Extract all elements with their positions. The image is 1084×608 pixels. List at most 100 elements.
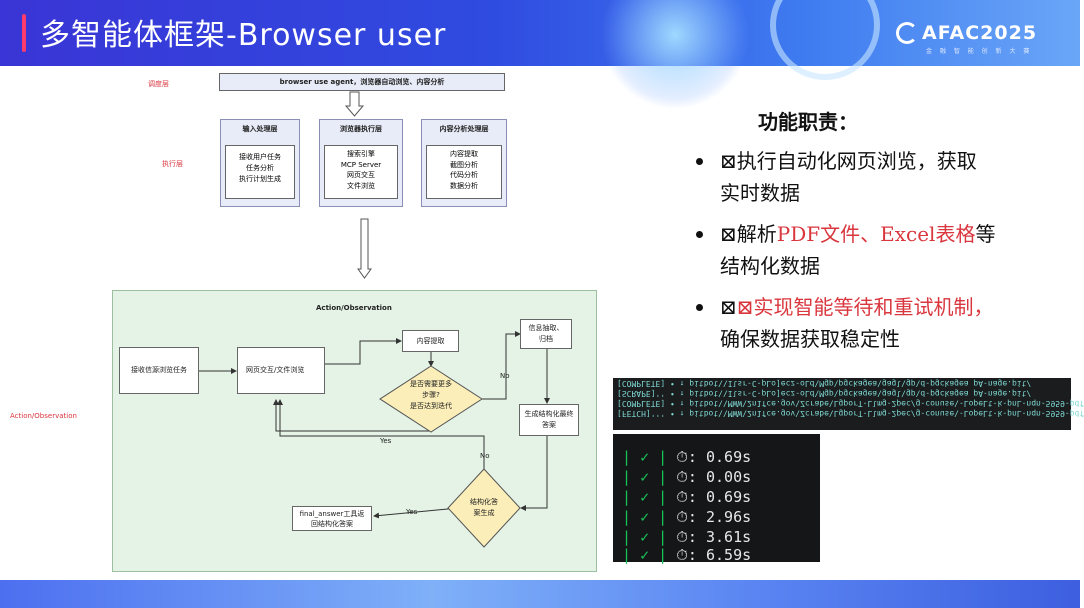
node-decision-line: 步骤? — [422, 391, 440, 399]
bullet-item: ⊠解析PDF文件、Excel表格等 结构化数据 — [696, 218, 1036, 282]
bullet-dot-icon — [696, 304, 703, 311]
node-interact: 网页交互/文件浏览 — [237, 347, 325, 394]
node-decision-line: 是否需要更多 — [410, 380, 452, 388]
timing-value: 0.00s — [705, 468, 752, 486]
log-line: [COMPLETE] • ↑ pitbot\\Ilsr-C-pLo]ecz-oL… — [617, 379, 1032, 388]
panel-title: Action/Observation — [316, 304, 392, 312]
big-arrow-down-1 — [344, 91, 365, 117]
timing-row: | ✓ | ⏱: 3.61s — [613, 528, 752, 546]
structured-diamond — [447, 468, 521, 548]
node-decision-line: 是否达到迭代 — [410, 402, 452, 410]
timing-row: | ✓ | ⏱: 0.00s — [613, 468, 752, 486]
bullet-item: ⊠执行自动化网页浏览，获取 实时数据 — [696, 145, 1036, 209]
node-extract: 内容提取 — [402, 330, 459, 352]
logo-mark-icon — [896, 22, 918, 44]
check-icon: ✓ — [640, 528, 650, 546]
node-structured: 结构化答 案生成 — [464, 497, 504, 519]
group-browser-items: 搜索引擎 MCP Server 网页交互 文件浏览 — [324, 145, 398, 199]
bullet-highlight: ⊠实现智能等待和重试机制， — [736, 295, 994, 319]
group-browser-item: MCP Server — [340, 160, 382, 169]
architecture-diagram: 调度层 执行层 Action/Observation browser use a… — [0, 66, 605, 578]
slide-title: 多智能体框架-Browser user — [40, 18, 447, 53]
bullet-line: 执行自动化网页浏览，获取 — [736, 149, 977, 173]
duties-heading: 功能职责： — [758, 110, 858, 134]
timing-value: 2.96s — [705, 508, 752, 526]
timer-icon: ⏱ — [676, 468, 688, 486]
group-browser-item: 搜索引擎 — [347, 150, 375, 158]
group-input-item: 执行计划生成 — [239, 175, 281, 183]
bullet-lead-glyph: ⊠ — [720, 295, 737, 319]
group-analysis-items: 内容提取 截图分析 代码分析 数据分析 — [426, 145, 502, 199]
timing-value: 6.59s — [705, 546, 752, 564]
node-info-line: 归档 — [539, 335, 553, 343]
lane-execute: 执行层 — [162, 160, 183, 168]
timing-row: | ✓ | ⏱: 6.59s — [613, 546, 752, 564]
node-receive: 接收信源浏览任务 — [119, 347, 199, 394]
agent-box: browser use agent，浏览器自动浏览、内容分析 — [219, 73, 505, 91]
node-decision: 是否需要更多 步骤? 是否达到迭代 — [404, 379, 458, 412]
edge-label-yes: Yes — [380, 437, 392, 445]
node-final-line: 回结构化答案 — [311, 520, 353, 528]
group-input-items: 接收用户任务 任务分析 执行计划生成 — [225, 145, 295, 199]
group-analysis-item: 截图分析 — [450, 160, 478, 169]
title-accent-bar — [22, 14, 26, 52]
bullet-lead-glyph: ⊠ — [720, 222, 737, 246]
group-input: 输入处理层 接收用户任务 任务分析 执行计划生成 — [220, 119, 300, 207]
terminal-log-screenshot: [COMPLETE] • ↑ pitbot\\Ilsr-C-pLo]ecz-oL… — [613, 378, 1084, 430]
bullet-text: ⊠解析PDF文件、Excel表格等 结构化数据 — [720, 218, 1040, 282]
edge-label-no: No — [500, 372, 510, 380]
log-line: [SCRAPE]'' • ↑ pitbot\\Ilsr-C-pLo]ecz-oL… — [617, 389, 1032, 398]
node-generate-line: 答案 — [542, 421, 556, 429]
group-input-title: 输入处理层 — [242, 125, 278, 133]
check-icon: ✓ — [640, 448, 650, 466]
bullet-item: ⊠⊠实现智能等待和重试机制， 确保数据获取稳定性 — [696, 291, 1036, 355]
timing-value: 0.69s — [705, 448, 752, 466]
bullet-line: 结构化数据 — [720, 254, 820, 278]
node-structured-line: 结构化答 — [470, 498, 498, 506]
afac-logo: AFAC2025 金 融 智 能 创 新 大 赛 — [896, 22, 1037, 55]
group-browser: 浏览器执行层 搜索引擎 MCP Server 网页交互 文件浏览 — [319, 119, 403, 207]
timer-icon: ⏱ — [676, 488, 688, 506]
check-icon: ✓ — [640, 468, 650, 486]
node-final-line: final_answer工具返 — [299, 510, 365, 518]
edge-label-yes: Yes — [406, 508, 418, 516]
big-arrow-down-2 — [357, 218, 372, 279]
lane-schedule: 调度层 — [148, 80, 169, 88]
timing-value: 3.61s — [705, 528, 752, 546]
bullet-fragment: 等 — [975, 222, 996, 246]
group-analysis-item: 数据分析 — [450, 181, 478, 190]
bullet-highlight: PDF文件、Excel表格 — [776, 222, 976, 246]
timer-icon: ⏱ — [676, 508, 688, 526]
timing-row: | ✓ | ⏱: 0.69s — [613, 488, 752, 506]
log-line: [FETCH]''' • ↑ pitbot\\MWW\2n1fce.gov\Zc… — [617, 409, 1084, 418]
bullet-dot-icon — [696, 231, 703, 238]
group-analysis-title: 内容分析处理层 — [439, 125, 489, 133]
decor-orb — [600, 0, 750, 110]
decor-ring — [770, 0, 880, 80]
slide-footer — [0, 580, 1080, 608]
timer-icon: ⏱ — [676, 528, 688, 546]
node-generate: 生成结构化最终 答案 — [519, 404, 579, 436]
log-line: [COMPLETE] • ↑ pitbot\\MWW\2n1fce.gov\Zc… — [617, 399, 1084, 408]
group-analysis: 内容分析处理层 内容提取 截图分析 代码分析 数据分析 — [421, 119, 507, 207]
check-icon: ✓ — [640, 488, 650, 506]
group-input-item: 接收用户任务 — [239, 153, 281, 161]
bullet-line: 确保数据获取稳定性 — [720, 327, 900, 351]
terminal-timing-screenshot: | ✓ | ⏱: 0.69s | ✓ | ⏱: 0.00s | ✓ | ⏱: 0… — [613, 434, 820, 564]
bullet-text: ⊠⊠实现智能等待和重试机制， 确保数据获取稳定性 — [720, 291, 1040, 355]
group-input-item: 任务分析 — [246, 164, 274, 172]
slide-header: 多智能体框架-Browser user AFAC2025 金 融 智 能 创 新… — [0, 0, 1080, 110]
check-icon: ✓ — [640, 546, 650, 564]
logo-subtitle: 金 融 智 能 创 新 大 赛 — [926, 48, 1033, 55]
node-structured-line: 案生成 — [473, 509, 495, 517]
group-analysis-item: 代码分析 — [450, 171, 478, 179]
group-browser-item: 文件浏览 — [347, 181, 375, 190]
flow-connectors — [199, 91, 550, 548]
bullet-dot-icon — [696, 158, 703, 165]
group-browser-title: 浏览器执行层 — [340, 125, 382, 133]
bullet-text: ⊠执行自动化网页浏览，获取 实时数据 — [720, 145, 1040, 209]
group-browser-item: 网页交互 — [347, 171, 375, 179]
node-info-line: 信息抽取、 — [528, 324, 564, 332]
timing-value: 0.69s — [705, 488, 752, 506]
timing-row: | ✓ | ⏱: 2.96s — [613, 508, 752, 526]
